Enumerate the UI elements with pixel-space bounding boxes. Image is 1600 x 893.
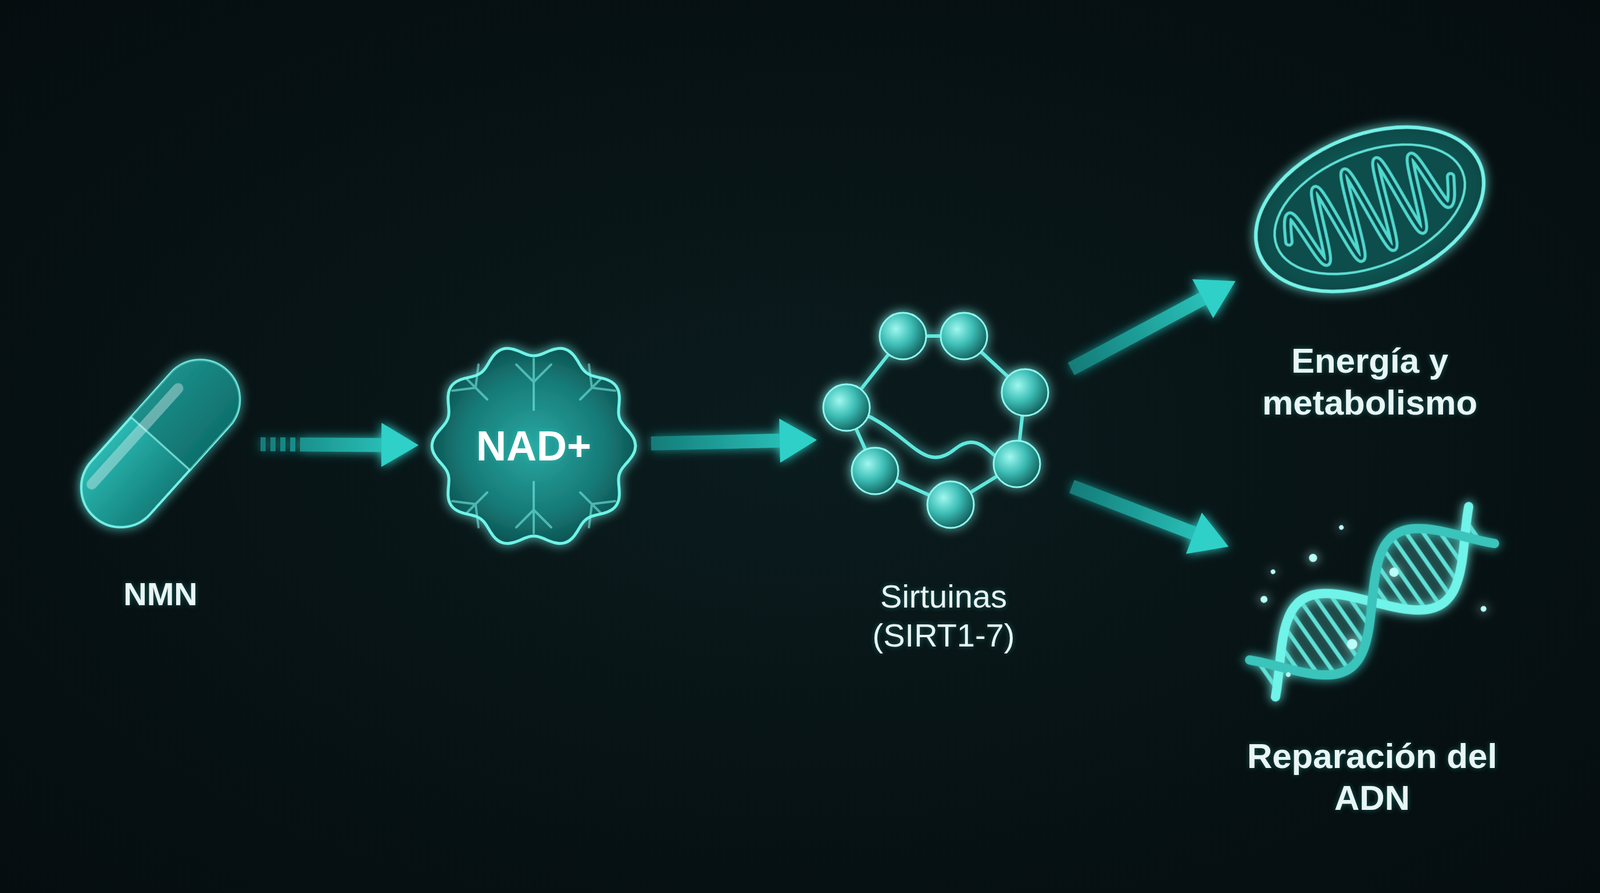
node-label: Energía y metabolismo (1230, 340, 1510, 424)
flow-arrow (1070, 279, 1236, 370)
dna-rung (1293, 614, 1334, 672)
flow-arrow (651, 418, 817, 463)
dna-node: Reparación del ADN (1232, 479, 1512, 820)
node-shape (73, 353, 248, 534)
arrow-head (381, 422, 419, 467)
node-shape (827, 320, 1060, 554)
node-shape: NAD+ (429, 341, 639, 551)
nad-node: NAD+ (429, 341, 639, 551)
arrow-shaft (651, 440, 784, 444)
mitochondrion-icon (1231, 95, 1509, 324)
node-label: NMN (123, 574, 198, 614)
capsule-node: NMN (73, 353, 248, 614)
node-shape (1244, 95, 1495, 323)
arrow-shaft (1072, 486, 1198, 535)
flow-arrow (260, 422, 419, 467)
arrow-shaft (260, 437, 296, 452)
sirtuin-molecule (823, 312, 1049, 528)
mitochondria-node: Energía y metabolismo (1230, 95, 1510, 424)
arrow-shaft (1070, 297, 1206, 370)
flow-arrow (1072, 486, 1230, 555)
node-label: NAD+ (476, 420, 592, 471)
node-label: Sirtuinas (SIRT1-7) (850, 576, 1037, 655)
nad-badge (431, 348, 636, 544)
arrow-head (779, 418, 817, 463)
dna-rung (1384, 551, 1424, 607)
arrow-head (1186, 512, 1229, 555)
node-shape (1238, 479, 1506, 724)
arrow-head (1192, 279, 1236, 319)
arrow-shaft (300, 437, 385, 452)
dna-helix (1214, 456, 1524, 738)
sirtuin-node: Sirtuinas (SIRT1-7) (827, 320, 1060, 655)
capsule-icon (65, 343, 257, 544)
node-label: Reparación del ADN (1232, 735, 1512, 820)
